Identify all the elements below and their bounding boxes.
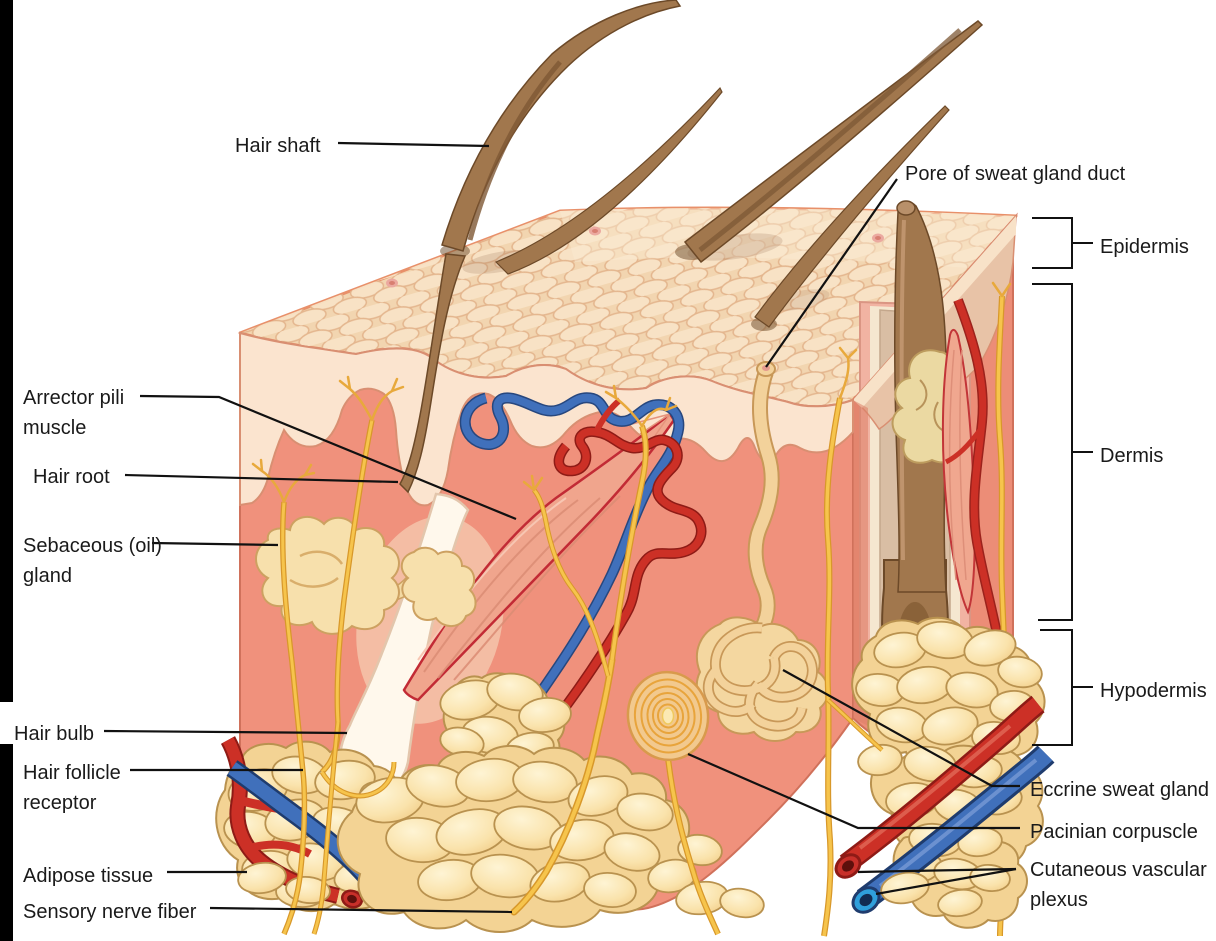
label-epidermis: Epidermis [1100,236,1189,258]
label-sebaceous-oil-gland: Sebaceous (oil) gland [23,535,162,587]
leader-cutaneous-1 [857,867,1017,874]
skin-pores [386,226,884,288]
label-hypodermis: Hypodermis [1100,680,1207,702]
sebaceous-glands-front [255,515,477,635]
leader-eccrine [782,669,1020,788]
leader-lines [103,141,1093,914]
leader-arrector-pili [139,394,517,521]
hair-shaft-2 [494,86,723,275]
hair-shaft-4 [754,105,950,328]
label-adipose-tissue: Adipose tissue [23,865,154,887]
hair-root-shape [399,253,467,494]
hair-follicle-receptor-shape [311,375,405,935]
adipose-cluster-center [336,745,765,933]
label-hair-root: Hair root [33,466,110,488]
dermis-bracket [1032,283,1093,621]
hypodermis-bracket [1032,629,1093,746]
label-cutaneous-vascular-plexus: Cutaneous vascular plexus [1030,859,1207,911]
eccrine-sweat-gland-shape [695,361,829,742]
label-hair-bulb: Hair bulb [14,723,95,745]
left-edge-bar-notch [0,702,13,744]
leader-pore [765,178,898,368]
leader-hair-root [124,473,399,484]
hair-shafts [441,0,984,328]
leader-hair-bulb [103,729,348,735]
leader-sensory-nerve [209,906,513,914]
face-divider-shade [853,400,868,726]
pacinian-corpuscle-shape [626,670,721,936]
label-eccrine-sweat-gland: Eccrine sweat gland [1030,779,1209,801]
left-edge-bar [0,0,13,941]
label-arrector-pili-muscle: Arrector pili muscle [23,387,125,439]
label-pore-of-sweat-gland-duct: Pore of sweat gland duct [905,163,1126,185]
epidermis-bracket [1032,217,1093,269]
leader-cutaneous-2 [875,867,1017,896]
leader-hair-shaft [337,141,490,148]
nerve-fibers [251,346,884,937]
label-hair-follicle-receptor: Hair follicle receptor [23,762,121,814]
leader-sebaceous [151,541,279,547]
label-pacinian-corpuscle: Pacinian corpuscle [1030,821,1198,843]
label-sensory-nerve-fiber: Sensory nerve fiber [23,901,197,923]
label-dermis: Dermis [1100,445,1164,467]
adipose-cluster-right [834,616,1055,929]
label-hair-shaft: Hair shaft [235,135,321,157]
leader-pacinian [687,752,1020,830]
